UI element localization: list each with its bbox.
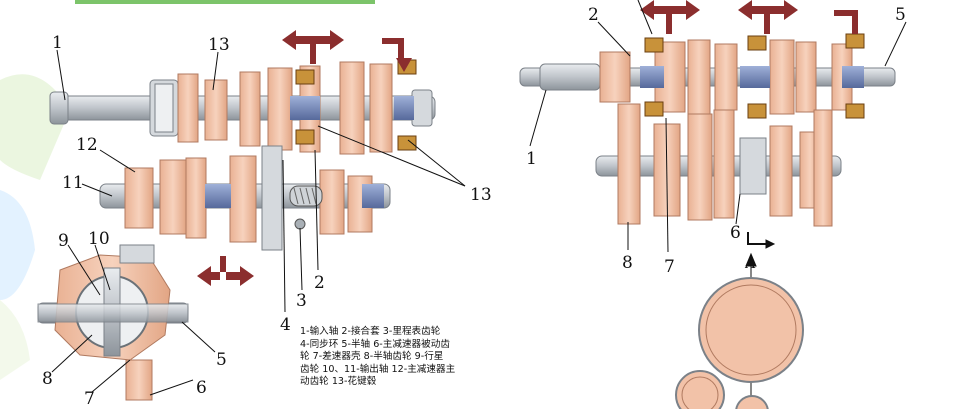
view-arrow-label: A	[744, 256, 756, 272]
callout-12: 12	[76, 135, 98, 155]
gear-end-view-circles	[675, 277, 804, 409]
callout-1: 1	[52, 33, 63, 53]
spline-hub	[290, 96, 414, 120]
legend-line: 动齿轮 13-花键毂	[300, 376, 377, 388]
synchro-sleeve	[295, 59, 417, 151]
upper-gear-set	[177, 61, 393, 155]
callout-6: 6	[730, 223, 741, 243]
synchro-sleeve	[644, 33, 865, 119]
shift-fork-arrow	[197, 30, 412, 286]
lower-gear-set	[617, 103, 833, 227]
callout-8: 8	[42, 369, 53, 389]
callout-2: 2	[314, 273, 325, 293]
left-gearbox-view	[37, 30, 466, 401]
bearing	[149, 79, 433, 137]
speedometer-gear	[289, 185, 323, 230]
right-view-labels: 2 5 1 8 7 6 A	[526, 5, 906, 277]
lower-gear-set	[124, 145, 373, 251]
spline-hub	[205, 184, 231, 208]
legend-line: 4-同步环 5-半轴 6-主减速器被动齿	[300, 338, 450, 350]
callout-4: 4	[280, 315, 291, 335]
legend-line: 1-输入轴 2-接合套 3-里程表齿轮	[300, 326, 441, 337]
callout-2: 2	[588, 5, 599, 25]
differential	[37, 244, 189, 401]
callout-6: 6	[196, 378, 207, 398]
legend-caption: 1-输入轴 2-接合套 3-里程表齿轮 4-同步环 5-半轴 6-主减速器被动齿…	[300, 326, 510, 389]
callout-5: 5	[216, 350, 227, 370]
callout-13: 13	[208, 35, 230, 55]
callout-10: 10	[88, 229, 110, 249]
leader-lines	[529, 0, 907, 253]
callout-8: 8	[622, 253, 633, 273]
right-gearbox-view	[519, 0, 907, 409]
callout-7: 7	[664, 257, 675, 277]
legend-line: 齿轮 10、11-输出轴 12-主减速器主	[300, 363, 456, 375]
leader-lines	[51, 49, 466, 396]
callout-5: 5	[895, 5, 906, 25]
upper-gear-set	[599, 39, 853, 115]
shift-fork-arrow	[640, 0, 858, 34]
callout-11: 11	[62, 173, 84, 193]
callout-7: 7	[84, 389, 95, 409]
callout-13b: 13	[470, 185, 492, 205]
callout-9: 9	[58, 231, 69, 251]
spline-hub	[362, 184, 384, 208]
callout-1: 1	[526, 149, 537, 169]
callout-3: 3	[296, 291, 307, 311]
left-view-labels: 1 13 12 11 9 10 8 7 6 5 4 3 2 13	[42, 33, 492, 409]
legend-line: 轮 7-差速器壳 8-半轴齿轮 9-行星	[300, 351, 444, 363]
spline-hub	[640, 66, 864, 88]
